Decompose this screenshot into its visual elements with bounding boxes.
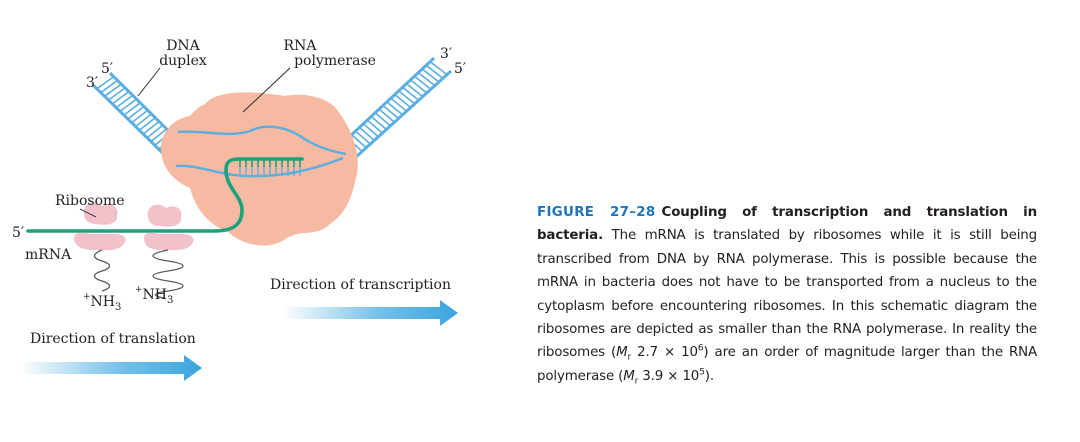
right-3prime-label: 3′ [440,46,452,62]
dna-rung [370,115,387,131]
mr-subscript: r [634,376,639,387]
dna-rung [382,104,400,120]
mr-subscript: r [627,353,632,364]
polypeptide-coil-long [152,249,184,299]
dna-rung [417,71,436,87]
right-5prime-label: 5′ [454,61,466,77]
dna-rung [358,126,375,142]
mrna-strand [26,157,304,233]
dna-rung [425,64,444,79]
dna-rung [127,105,145,120]
dna-rung [406,82,424,98]
dna-rung [378,108,395,123]
left-3prime-label: 3′ [86,75,98,91]
mrna-teeth [239,159,301,167]
dna-rung [374,112,391,127]
dna-rung [402,86,420,101]
dna-rung [351,134,367,149]
dna-rung [413,75,432,90]
polypeptide-coil-short [93,249,111,292]
caption-value: 2.7 × 10 [631,345,698,361]
direction-of-transcription-label: Direction of transcription [270,277,451,293]
caption-exponent: 6 [697,343,704,354]
dna-rung [150,128,168,143]
dna-rung [409,79,428,94]
dna-rung [386,101,404,116]
direction-of-translation-arrow [20,355,202,381]
dna-rung [421,68,440,83]
dna-rung [123,102,141,116]
figure-title: Coupling of transcription and translatio… [537,205,1037,244]
dna-rung [119,98,137,113]
caption-text: ). [704,368,714,384]
rna-polymerase-pointer [242,67,291,113]
dna-rung [138,117,156,131]
rna-polymerase [160,92,358,246]
dna-rung [362,123,379,138]
ribosome [144,204,194,251]
caption-text: The mRNA is translated by ribosomes whil… [537,228,1037,361]
dna-rung [398,90,416,105]
nh3-label: +NH3 [135,285,173,306]
ribosome-pointer [79,208,97,218]
ribosome-label: Ribosome [55,193,125,209]
dna-rung [390,97,408,112]
dna-rung [429,61,448,76]
polymerase-label: polymerase [294,53,376,69]
dna-rung [115,94,134,109]
mr-symbol: M [623,368,635,384]
mrna-5prime-label: 5′ [12,225,24,241]
dna-rung [96,76,115,90]
dna-rung [104,83,122,97]
dna-rung [355,130,371,145]
dna-rung [135,113,152,128]
caption-exponent: 5 [699,367,705,378]
mrna-label: mRNA [25,247,72,263]
nh3-label: +NH3 [83,292,121,313]
caption-text: ) are an order of magnitude larger than … [537,345,1037,384]
dna-rung [131,109,149,124]
direction-of-transcription-arrow [282,300,458,326]
dna-rung [146,124,164,139]
figure-number: FIGURE 27–28 [537,205,656,220]
caption-value: 3.9 × 10 [638,368,700,384]
left-5prime-label: 5′ [101,61,113,77]
dna-label: DNA [166,38,200,54]
dna-rung [100,79,119,94]
mr-symbol: M [616,345,628,361]
dna-rung [111,90,130,105]
dna-rung [107,87,126,101]
dna-rung [394,93,412,109]
ribosome [74,202,126,251]
duplex-label: duplex [159,53,207,69]
dna-duplex-pointer [137,67,161,97]
rna-dna-hybrid [239,166,301,176]
transcription-translation-diagram: DNA duplex RNA polymerase 5′ 3′ 3′ 5′ Ri… [12,38,466,381]
dna-rung [366,119,383,134]
direction-of-translation-label: Direction of translation [30,331,196,347]
rna-label: RNA [284,38,318,54]
dna-rung [142,120,160,135]
